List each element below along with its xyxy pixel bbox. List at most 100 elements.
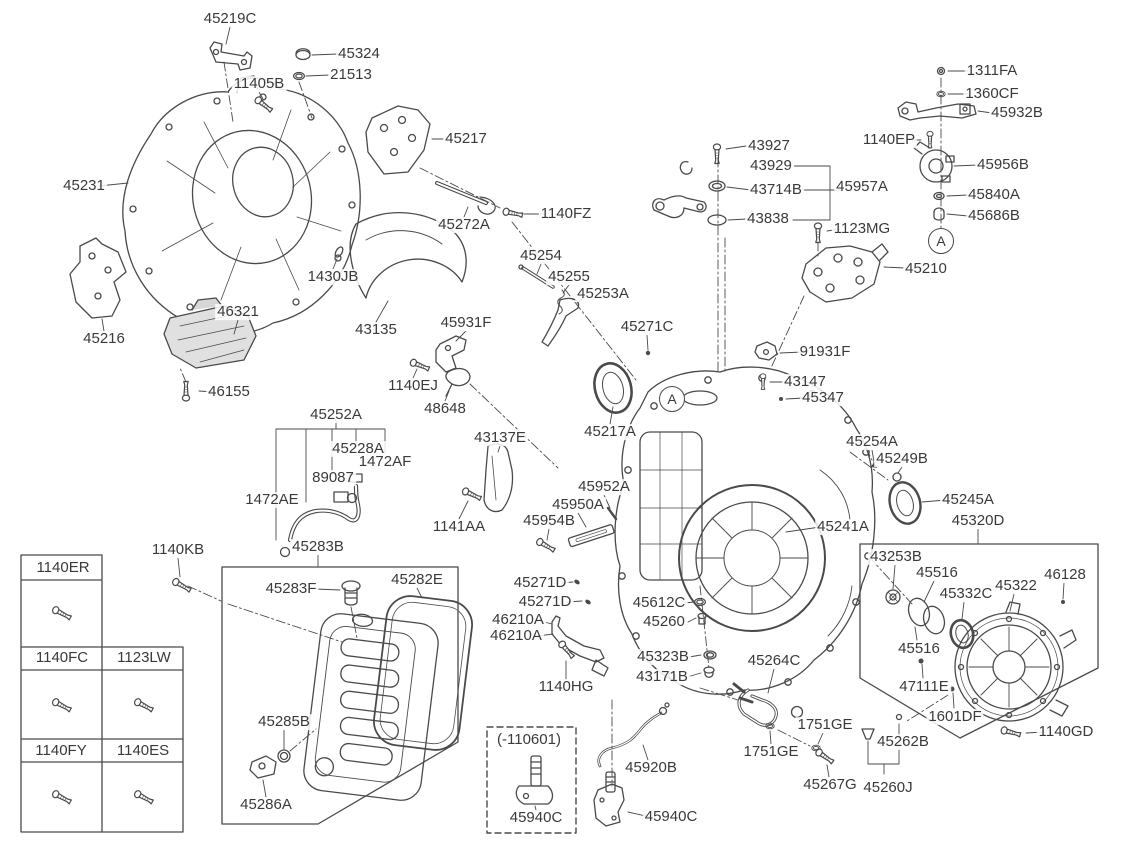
ring-45516-2 bbox=[922, 605, 946, 635]
washer-45840A bbox=[933, 191, 945, 201]
clip-43929 bbox=[679, 160, 693, 175]
part-label-1123LW: 1123LW bbox=[115, 649, 173, 667]
pin-1601DF bbox=[949, 686, 955, 692]
ring-45516-1 bbox=[907, 597, 931, 627]
part-label-45516-2: 45516 bbox=[896, 640, 942, 658]
part-label-1751GE-2: 1751GE bbox=[741, 743, 801, 761]
cap-45324 bbox=[295, 48, 311, 61]
part-label-1123MG: 1123MG bbox=[831, 220, 893, 238]
part-label-45271D-1: 45271D bbox=[511, 574, 569, 592]
part-label-45228A: 45228A bbox=[330, 440, 386, 458]
plate-45950A bbox=[567, 524, 615, 548]
bell-housing-45231 bbox=[122, 75, 361, 335]
part-label-45931F: 45931F bbox=[438, 314, 494, 332]
part-label-46321: 46321 bbox=[215, 303, 261, 321]
part-label-45332C: 45332C bbox=[937, 585, 995, 603]
part-label-45932B: 45932B bbox=[989, 104, 1045, 122]
part-label-43838: 43838 bbox=[745, 210, 791, 228]
part-label-45952A: 45952A bbox=[576, 478, 632, 496]
assembly-axis-lines bbox=[179, 61, 949, 787]
part-label-45253A: 45253A bbox=[575, 285, 631, 303]
bracket-45931F bbox=[435, 335, 467, 373]
part-label-43147: 43147 bbox=[782, 373, 828, 391]
rear-cover-box bbox=[859, 543, 1099, 739]
part-label-21513: 21513 bbox=[328, 66, 374, 84]
part-label-45219C: 45219C bbox=[201, 10, 259, 28]
filter-46321 bbox=[163, 297, 257, 369]
clamp-45286A bbox=[249, 755, 277, 779]
pipe-45920B bbox=[597, 702, 670, 768]
nut-43714B bbox=[708, 180, 726, 192]
part-label-45272A: 45272A bbox=[436, 216, 492, 234]
part-label-45347: 45347 bbox=[800, 389, 846, 407]
part-label-43137E: 43137E bbox=[472, 429, 528, 447]
part-label-45282E: 45282E bbox=[389, 571, 445, 589]
part-label-45283F: 45283F bbox=[263, 580, 319, 598]
part-label-1311FA: 1311FA bbox=[964, 62, 1020, 80]
inhibitor-switch-45956B bbox=[913, 141, 955, 183]
part-label-1140FZ: 1140FZ bbox=[538, 205, 594, 223]
part-label-45245A: 45245A bbox=[940, 491, 996, 509]
plug-45260 bbox=[697, 612, 707, 625]
part-label-1140HG: 1140HG bbox=[536, 678, 596, 696]
part-label-45267G: 45267G bbox=[801, 776, 859, 794]
part-label-45271D-2: 45271D bbox=[516, 593, 574, 611]
part-label-45612C: 45612C bbox=[630, 594, 688, 612]
pin-45271D-2 bbox=[585, 599, 591, 605]
part-label-45260J: 45260J bbox=[861, 779, 915, 797]
clamp-1472AE bbox=[279, 546, 291, 558]
washer-43838 bbox=[707, 214, 727, 226]
callout-A-2: A bbox=[928, 228, 954, 254]
bracket-45210 bbox=[801, 243, 889, 303]
part-label-45322: 45322 bbox=[993, 577, 1039, 595]
part-label-45231: 45231 bbox=[61, 177, 107, 195]
pin-45271D-1 bbox=[574, 579, 580, 585]
part-label-45950A: 45950A bbox=[550, 496, 606, 514]
part-label-45254: 45254 bbox=[518, 247, 564, 265]
pin-45952A bbox=[606, 506, 618, 521]
part-label-1601DF: 1601DF bbox=[926, 708, 984, 726]
part-label-46210A-2: 46210A bbox=[488, 627, 544, 645]
part-label-46128: 46128 bbox=[1042, 566, 1088, 584]
part-label-11405B: 11405B bbox=[231, 75, 287, 93]
part-label-45216: 45216 bbox=[81, 330, 127, 348]
part-label-1140FC: 1140FC bbox=[33, 649, 91, 667]
sensor-45940C-left bbox=[515, 755, 554, 805]
part-label-45283B: 45283B bbox=[290, 538, 346, 556]
leader-lines bbox=[98, 26, 1065, 818]
oil-pan-45282E-part bbox=[303, 613, 439, 801]
part-label-43927: 43927 bbox=[746, 137, 792, 155]
part-label-1140GD: 1140GD bbox=[1036, 723, 1096, 741]
part-label-45217: 45217 bbox=[443, 130, 489, 148]
shield-43135 bbox=[349, 212, 467, 299]
cap-45686B bbox=[933, 207, 945, 221]
part-label-note-110601: (-110601) bbox=[495, 731, 563, 749]
pin-45347 bbox=[779, 397, 783, 401]
part-label-45840A: 45840A bbox=[966, 186, 1022, 204]
part-label-45217A: 45217A bbox=[582, 423, 638, 441]
part-label-91931F: 91931F bbox=[797, 343, 853, 361]
pin-46128 bbox=[1061, 600, 1065, 604]
part-label-1141AA: 1141AA bbox=[430, 518, 488, 536]
part-label-43135: 43135 bbox=[353, 321, 399, 339]
part-label-1430JB: 1430JB bbox=[305, 268, 361, 286]
part-label-45264C: 45264C bbox=[745, 652, 803, 670]
part-label-45324: 45324 bbox=[336, 45, 382, 63]
part-label-45323B: 45323B bbox=[635, 648, 691, 666]
rod-45272A bbox=[435, 181, 496, 215]
part-label-1140ES: 1140ES bbox=[114, 742, 172, 760]
part-label-46210A-1: 46210A bbox=[490, 611, 546, 629]
part-label-1140FY: 1140FY bbox=[33, 742, 89, 760]
part-label-45956B: 45956B bbox=[975, 156, 1031, 174]
lever-45932B bbox=[897, 101, 977, 121]
part-label-45957A: 45957A bbox=[834, 178, 890, 196]
part-label-89087: 89087 bbox=[310, 469, 356, 487]
pin-45271C bbox=[645, 350, 651, 356]
part-label-45940C-2: 45940C bbox=[642, 808, 700, 826]
sensor-91931F bbox=[754, 341, 778, 361]
part-label-43253B: 43253B bbox=[868, 548, 924, 566]
part-label-45249B: 45249B bbox=[874, 450, 930, 468]
lever-48648 bbox=[445, 367, 471, 397]
